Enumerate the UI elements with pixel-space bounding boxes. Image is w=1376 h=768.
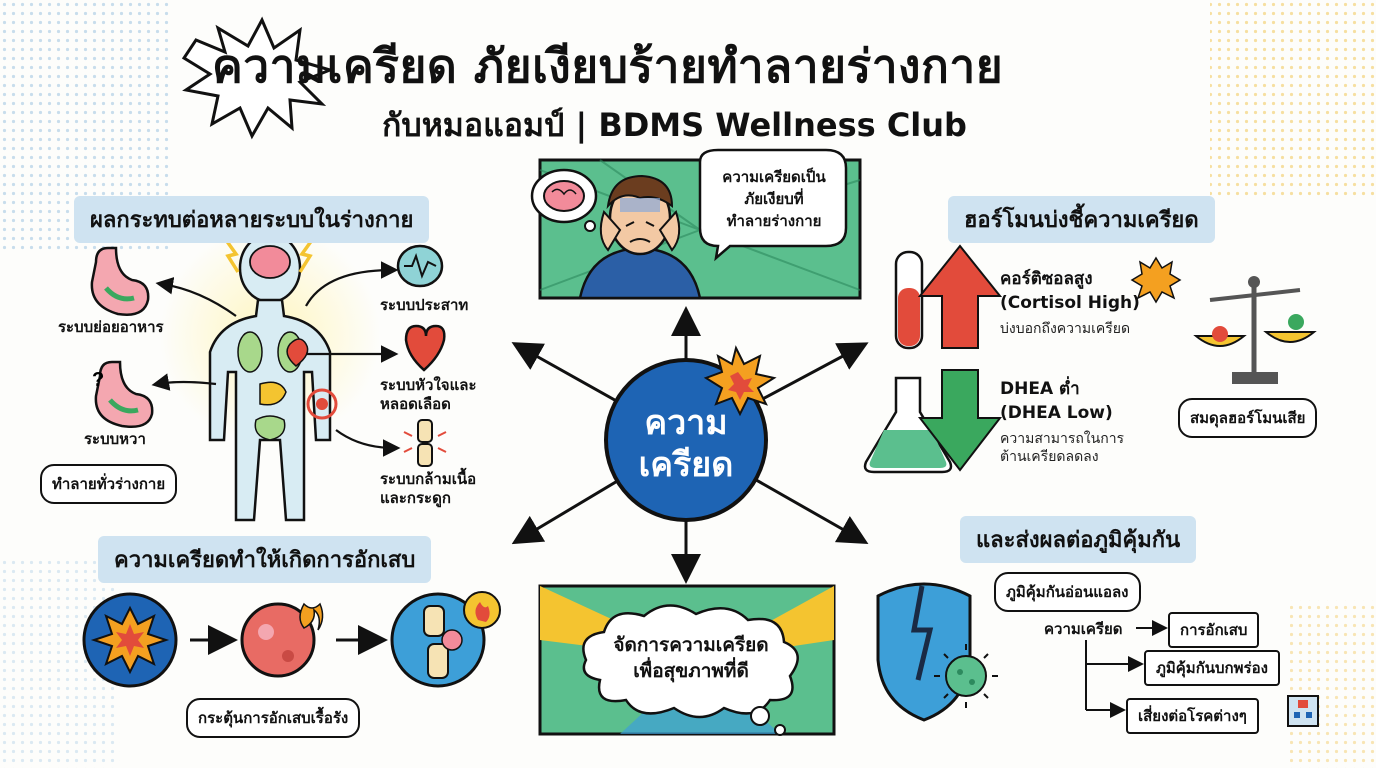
cardio-label: ระบบหัวใจและ หลอดเลือด: [380, 376, 477, 414]
arrow-down-icon: [917, 369, 1003, 472]
inflamed-cell-icon: [240, 602, 324, 678]
bubble-line: ความเครียดเป็น: [722, 168, 826, 186]
immune-graphics: [876, 582, 1319, 727]
test-tube-icon: [894, 250, 924, 350]
dhea-desc: ความสามารถในการ ต้านเครียดลดลง: [1000, 430, 1124, 466]
body-damage-bubble: ทำลายทั่วร่างกาย: [40, 464, 178, 504]
arrow-up-icon: [917, 244, 1003, 349]
body-systems-heading: ผลกระทบต่อหลายระบบในร่างกาย: [74, 196, 430, 243]
cortisol-desc: บ่งบอกถึงความเครียด: [1000, 321, 1131, 337]
bubble-line: ทำลายร่างกาย: [726, 212, 822, 230]
cortisol-title: คอร์ติซอลสูง: [1000, 269, 1093, 289]
digestive-label: ระบบย่อยอาหาร: [58, 318, 164, 336]
musculo-label: ระบบกล้ามเนื้อ และกระดูก: [380, 470, 476, 508]
page-title: ความเครียด ภัยเงียบร้ายทำลายร่างกาย: [212, 39, 1004, 93]
cortisol-en: (Cortisol High): [1000, 293, 1140, 313]
center-line-1: ความ: [644, 403, 728, 443]
effect-immune-deficiency: ภูมิคุ้มกันบกพร่อง: [1144, 650, 1280, 686]
label-line: และกระดูก: [380, 489, 451, 507]
label-line: ระบบกล้ามเนื้อ: [380, 470, 477, 488]
top-panel-bubble: ความเครียดเป็น ภัยเงียบที่ ทำลายร่างกาย: [708, 166, 840, 232]
virus-icon: [934, 644, 998, 708]
body-figure-icon: [160, 226, 380, 522]
top-panel: [530, 148, 862, 300]
burst-circle-icon: [82, 592, 178, 688]
stomach-question-icon: ?: [92, 360, 154, 428]
label-line: หลอดเลือด: [380, 395, 451, 413]
hormones-heading: ฮอร์โมนบ่งชี้ความเครียด: [948, 196, 1215, 243]
respiratory-label: ระบบหวา: [84, 430, 146, 448]
joint-icon: [403, 419, 447, 467]
dhea-en: (DHEA Low): [1000, 403, 1113, 423]
inflammation-bubble: กระตุ้นการอักเสบเรื้อรัง: [186, 698, 361, 738]
stressed-person-icon: [578, 174, 702, 300]
bottom-panel: [538, 584, 836, 736]
body-arrows: [151, 261, 401, 457]
desc-line: ต้านเครียดลดลง: [1000, 449, 1099, 465]
label-line: ระบบหัวใจและ: [380, 376, 477, 394]
hormone-graphics: [863, 244, 1317, 474]
bubble-line: จัดการความเครียด: [613, 634, 769, 656]
page-subtitle: กับหมอแอมป์ | BDMS Wellness Club: [382, 106, 967, 144]
effect-inflammation: การอักเสบ: [1168, 612, 1260, 648]
svg-text:?: ?: [92, 369, 104, 391]
center-line-2: เครียด: [638, 445, 734, 485]
inflammation-row: [82, 591, 501, 688]
starburst-icon: [1130, 256, 1182, 304]
brain-icon: [530, 168, 598, 232]
center-label: ความ เครียด: [606, 402, 766, 486]
bubble-line: ภัยเงียบที่: [744, 190, 804, 208]
center-hub: [511, 306, 869, 584]
flask-icon: [863, 376, 953, 474]
dhea-title: DHEA ต่ำ: [1000, 379, 1080, 399]
heart-icon: [404, 324, 446, 372]
effect-disease-risk: เสี่ยงต่อโรคต่างๆ: [1126, 698, 1259, 734]
immune-source-label: ความเครียด: [1044, 620, 1123, 638]
desc-line: ความสามารถในการ: [1000, 431, 1125, 447]
immune-bubble: ภูมิคุ้มกันอ่อนแอลง: [994, 572, 1141, 612]
nervous-label: ระบบประสาท: [380, 296, 469, 314]
knee-joint-icon: [390, 591, 501, 688]
bottom-panel-bubble: จัดการความเครียด เพื่อสุขภาพที่ดี: [596, 632, 786, 684]
stomach-icon: [90, 246, 150, 316]
inflammation-heading: ความเครียดทำให้เกิดการอักเสบ: [98, 536, 432, 583]
immune-heading: และส่งผลต่อภูมิคุ้มกัน: [960, 516, 1197, 563]
nervous-system-icon: [396, 244, 444, 288]
title-burst: [181, 16, 335, 140]
balance-bubble: สมดุลฮอร์โมนเสีย: [1178, 398, 1318, 438]
shield-icon: [876, 582, 972, 722]
hospital-icon: [1287, 695, 1319, 727]
bubble-line: เพื่อสุขภาพที่ดี: [633, 660, 749, 682]
balance-scale-icon: [1193, 276, 1317, 384]
